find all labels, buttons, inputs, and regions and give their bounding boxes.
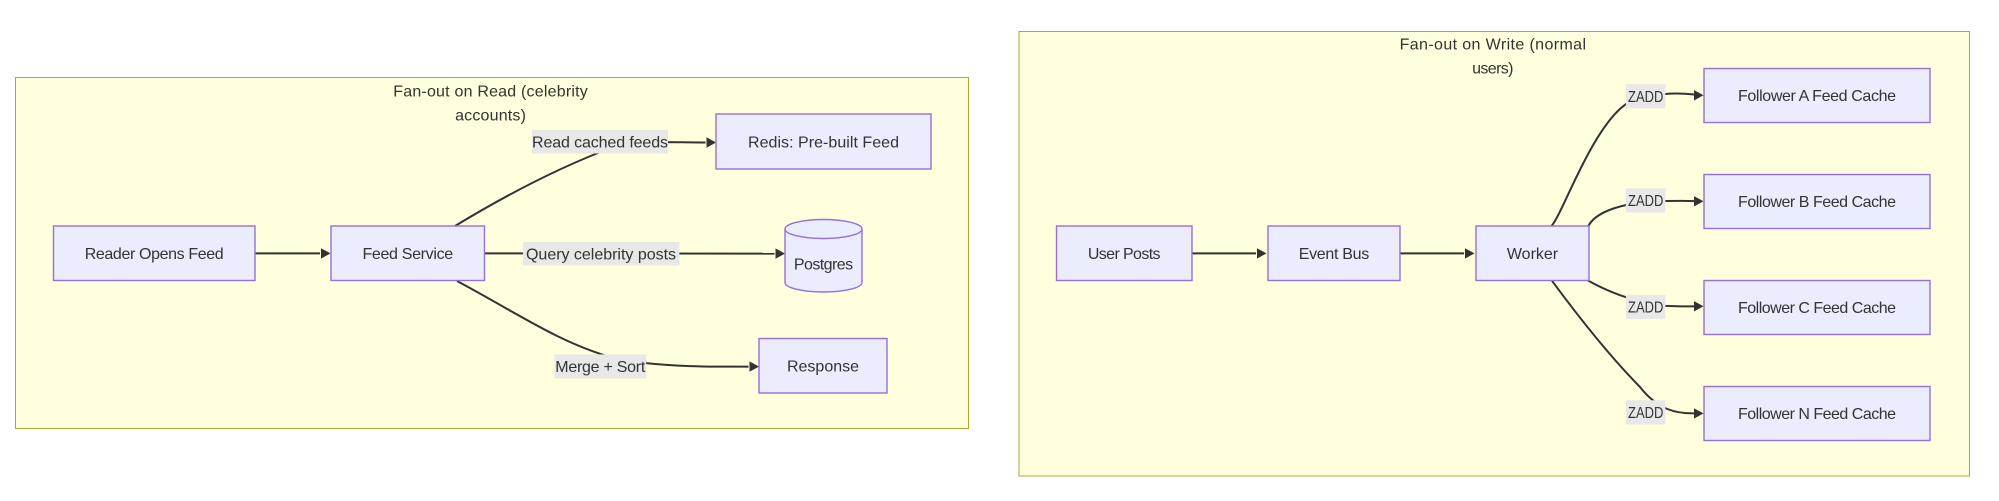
svg-text:Redis: Pre-built Feed: Redis: Pre-built Feed xyxy=(748,134,899,151)
svg-text:Postgres: Postgres xyxy=(794,257,853,274)
svg-text:Worker: Worker xyxy=(1507,246,1559,263)
svg-text:User Posts: User Posts xyxy=(1088,246,1161,263)
svg-text:Read cached feeds: Read cached feeds xyxy=(532,134,668,151)
svg-text:Merge + Sort: Merge + Sort xyxy=(555,359,646,376)
svg-text:ZADD: ZADD xyxy=(1628,89,1663,106)
svg-text:users): users) xyxy=(1472,60,1513,77)
svg-text:Follower B Feed Cache: Follower B Feed Cache xyxy=(1738,194,1896,211)
svg-text:Fan-out on Read (celebrity: Fan-out on Read (celebrity xyxy=(393,83,588,100)
svg-text:ZADD: ZADD xyxy=(1628,405,1663,422)
svg-text:Feed Service: Feed Service xyxy=(362,246,453,263)
svg-text:Query celebrity posts: Query celebrity posts xyxy=(526,246,676,263)
svg-text:Event Bus: Event Bus xyxy=(1299,246,1370,263)
svg-text:Follower C Feed Cache: Follower C Feed Cache xyxy=(1738,300,1896,317)
svg-text:Response: Response xyxy=(787,359,859,376)
svg-text:Fan-out on Write (normal: Fan-out on Write (normal xyxy=(1400,36,1586,53)
svg-text:ZADD: ZADD xyxy=(1628,193,1663,210)
svg-text:Follower N Feed Cache: Follower N Feed Cache xyxy=(1738,406,1896,423)
svg-text:Follower A Feed Cache: Follower A Feed Cache xyxy=(1738,88,1896,105)
svg-text:Reader Opens Feed: Reader Opens Feed xyxy=(85,246,224,263)
svg-text:accounts): accounts) xyxy=(455,107,526,124)
svg-text:ZADD: ZADD xyxy=(1628,300,1663,317)
